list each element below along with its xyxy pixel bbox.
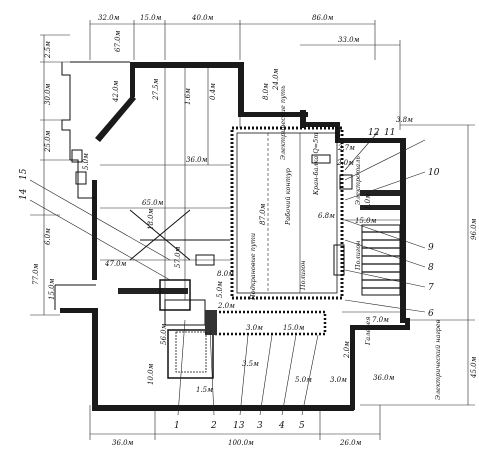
- dim-inner-20: 5.0м: [216, 281, 224, 298]
- carriage-equipment: [118, 254, 217, 379]
- dim-left-5: 77.0м: [32, 263, 40, 285]
- dim-top-4: 86.0м: [312, 14, 334, 22]
- dim-inner-15: 2.0м: [336, 159, 354, 167]
- zone-label-2: Полигон: [299, 261, 307, 291]
- left-annex: [54, 61, 130, 310]
- zone-label-3: Полигон: [354, 241, 362, 271]
- dim-inner-23: 15.0м: [283, 324, 305, 332]
- callout-5: 5: [299, 421, 305, 431]
- dim-inner-10: 65.0м: [142, 199, 164, 207]
- dim-inner-27: 3.0м: [330, 376, 347, 384]
- dim-inner-8: 5.0м: [82, 153, 90, 170]
- callout-14: 14: [19, 188, 29, 200]
- dim-left-3: 25.0м: [44, 130, 52, 153]
- callout-leaders: [29, 131, 426, 416]
- zone-label-4: Галерея: [364, 317, 372, 346]
- dim-inner-7: 8.0м: [262, 83, 270, 100]
- dim-bottom-1: 36.0м: [112, 439, 134, 447]
- callout-3: 3: [257, 421, 263, 431]
- callout-15: 15: [19, 168, 29, 180]
- dim-inner-3: 27.5м: [152, 78, 160, 101]
- dim-inner-25: 1.5м: [196, 386, 213, 394]
- dim-inner-1: 67.0м: [114, 30, 122, 52]
- crane-rail-label: Подкрановые пути: [249, 233, 257, 301]
- dim-right-1: 96.0м: [470, 218, 478, 240]
- dim-inner-31: 36.0м: [373, 374, 395, 382]
- inner-lines: [100, 68, 400, 313]
- crane-diagonal: [129, 209, 230, 261]
- dim-inner-4: 1.6м: [184, 88, 192, 105]
- callout-8: 8: [428, 263, 434, 273]
- rails-label: Электрические путь: [279, 85, 287, 160]
- dim-inner-30: 18.0м: [147, 208, 155, 230]
- dim-inner-16: 1.0м: [364, 193, 372, 210]
- electric-heating-label: Электрический нагрев: [434, 319, 442, 400]
- callout-2: 2: [210, 421, 217, 431]
- dim-inner-26: 5.0м: [295, 376, 312, 384]
- dim-bottom-2: 100.0м: [228, 439, 254, 447]
- dim-inner-17: 15.0м: [355, 217, 377, 225]
- callout-10: 10: [428, 168, 440, 178]
- callout-6: 6: [428, 309, 434, 319]
- dim-inner-14: 87.0м: [259, 203, 267, 225]
- hoist-label: Электроталь: [354, 156, 362, 205]
- callout-4: 4: [278, 421, 285, 431]
- right-dimension-lines: [360, 124, 475, 406]
- callout-11: 11: [384, 128, 395, 138]
- dim-inner-11: 47.0м: [104, 260, 127, 268]
- callout-13: 13: [233, 421, 245, 431]
- dim-inner-28: 56.0м: [160, 323, 168, 345]
- dim-inner-6: 24.0м: [272, 68, 280, 91]
- dim-top-1: 32.0м: [98, 14, 120, 22]
- top-dimension-lines: [89, 20, 401, 130]
- left-dimension-lines: [30, 34, 70, 316]
- equipment-racks: [311, 154, 401, 296]
- dim-left-2: 30.0м: [44, 83, 52, 105]
- dim-inner-39: 2.7м: [337, 144, 355, 152]
- callout-9: 9: [428, 243, 434, 253]
- dim-top-3: 40.0м: [191, 14, 214, 22]
- callout-7: 7: [428, 283, 434, 293]
- dim-inner-5: 0.4м: [209, 83, 217, 100]
- dim-left-1: 2.5м: [44, 41, 52, 59]
- dim-inner-19: 8.0м: [217, 270, 234, 278]
- capacity-label: Кран-балка Q=5т: [312, 133, 320, 196]
- exterior-walls: [60, 62, 410, 411]
- dim-inner-38: 6.8м: [318, 212, 335, 220]
- dim-left-4: 6.0м: [44, 228, 52, 245]
- dim-top-2: 15.0м: [140, 14, 162, 22]
- callout-12: 12: [368, 128, 380, 138]
- dim-inner-24: 3.5м: [242, 360, 259, 368]
- dim-inner-13: 57.0м: [174, 246, 182, 268]
- dim-inner-32: 7.0м: [372, 316, 389, 324]
- dim-inner-22: 3.0м: [246, 324, 263, 332]
- dim-inner-33: 2.0м: [343, 341, 351, 359]
- dim-top-right: 33.0м: [338, 36, 360, 44]
- dim-inner-2: 42.0м: [112, 80, 120, 103]
- dim-left-6: 15.0м: [48, 278, 56, 300]
- zone-label-1: Рабочий контур: [284, 167, 292, 226]
- dim-inner-21: 2.0м: [217, 302, 235, 310]
- dim-inner-29: 10.0м: [147, 363, 155, 385]
- dim-bottom-3: 26.0м: [339, 439, 362, 447]
- callout-1: 1: [174, 421, 180, 431]
- dim-inner-9: 36.0м: [186, 156, 208, 164]
- dim-inner-18: 3.8м: [396, 116, 413, 124]
- dim-right-2: 45.0м: [470, 356, 478, 379]
